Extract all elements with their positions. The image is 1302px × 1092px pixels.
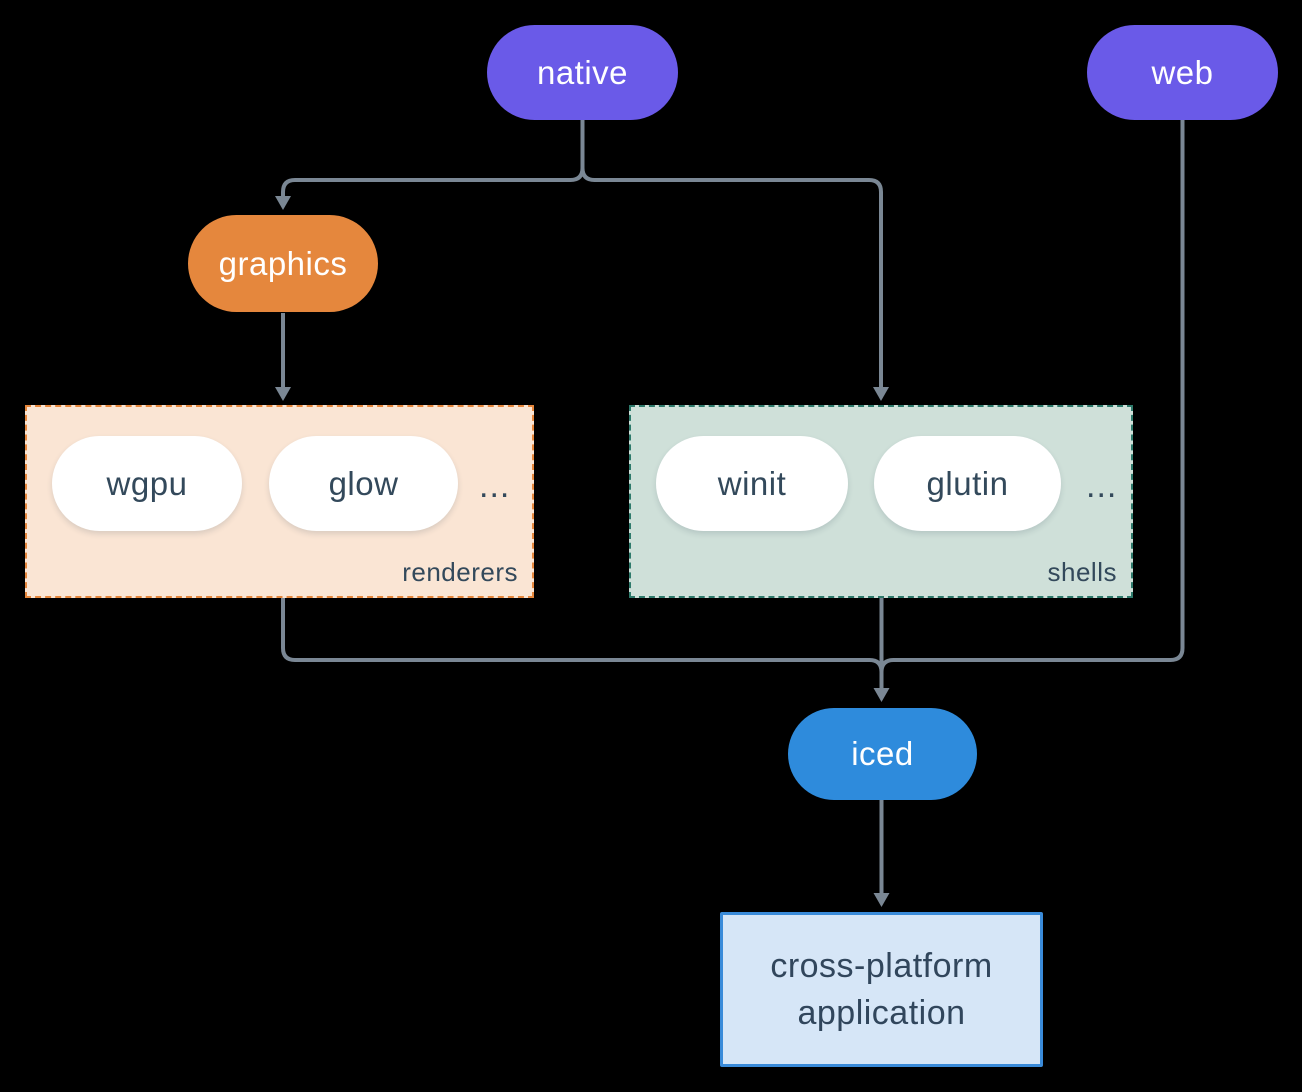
application-label-line2: application xyxy=(797,993,966,1032)
shells-group-label: shells xyxy=(1047,557,1117,587)
pill-glutin: glutin xyxy=(874,436,1061,531)
node-native: native xyxy=(487,25,678,120)
application-label-line1: cross-platform xyxy=(770,946,993,985)
arrowhead-shells xyxy=(873,387,889,401)
renderers-ellipsis: ... xyxy=(479,467,511,505)
pill-glow: glow xyxy=(269,436,458,531)
node-iced: iced xyxy=(788,708,977,800)
arrowhead-application xyxy=(873,893,890,907)
connector-renderers-iced xyxy=(281,598,884,688)
connector-native-shells xyxy=(580,120,883,387)
connector-native-graphics xyxy=(281,120,585,196)
arrowhead-renderers xyxy=(275,387,291,401)
arrowhead-graphics xyxy=(275,196,291,210)
shells-ellipsis: ... xyxy=(1086,467,1118,505)
pill-winit: winit xyxy=(656,436,848,531)
group-shells: winit glutin ... shells xyxy=(629,405,1133,598)
node-web: web xyxy=(1087,25,1278,120)
node-graphics: graphics xyxy=(188,215,378,312)
application-box: cross-platform application xyxy=(720,912,1043,1067)
renderers-group-label: renderers xyxy=(402,557,518,587)
pill-wgpu: wgpu xyxy=(52,436,242,531)
group-renderers: wgpu glow ... renderers xyxy=(25,405,534,598)
arrowhead-iced xyxy=(873,688,890,702)
connector-web-iced-visible xyxy=(879,120,1185,688)
